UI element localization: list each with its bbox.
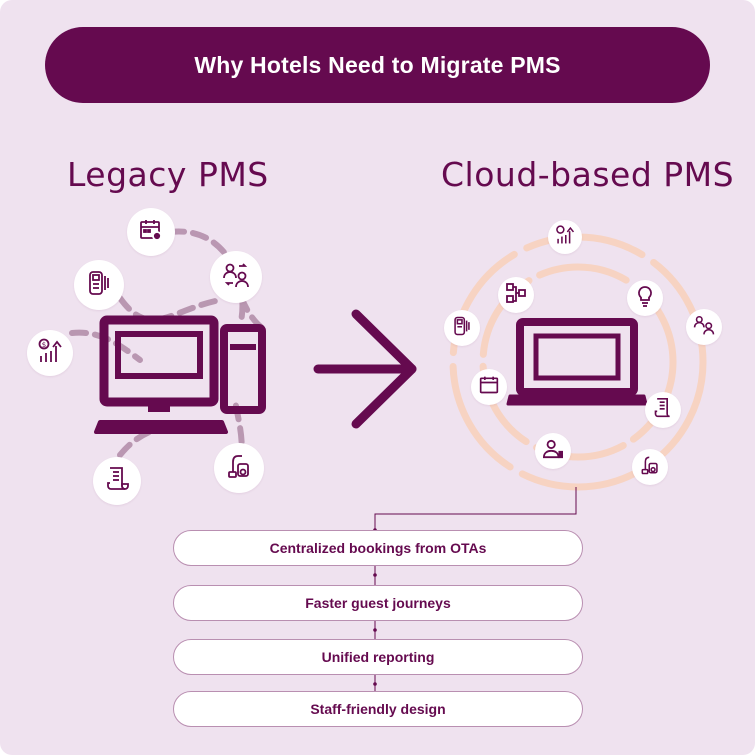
- cloud-calendar-bubble: [471, 369, 507, 405]
- benefit-label: Centralized bookings from OTAs: [269, 540, 487, 556]
- cloud-revenue-bubble: [548, 220, 582, 254]
- cloud-flowchart-bubble: [498, 277, 534, 313]
- benefit-label: Unified reporting: [321, 649, 435, 665]
- calendar-icon: [479, 375, 499, 400]
- flowchart-icon: [505, 282, 527, 309]
- title-banner: Why Hotels Need to Migrate PMS: [45, 27, 710, 103]
- revenue-chart-icon: [555, 224, 575, 250]
- migration-arrow: [313, 309, 417, 429]
- staff-swap-icon: [222, 261, 250, 294]
- cloud-guest-bubble: [535, 433, 571, 469]
- cloud-lightbulb-bubble: [627, 280, 663, 316]
- cloud-housekeeping-bubble: [632, 449, 668, 485]
- legacy-revenue-bubble: $: [27, 330, 73, 376]
- receipt-icon: [653, 397, 673, 424]
- benefit-label: Staff-friendly design: [310, 701, 446, 717]
- legacy-receipt-bubble: [93, 457, 141, 505]
- benefit-item: Unified reporting: [173, 639, 583, 675]
- cloud-receipt-bubble: [645, 392, 681, 428]
- legacy-staff-bubble: [210, 251, 262, 303]
- cloud-heading: Cloud-based PMS: [441, 155, 735, 194]
- guest-icon: [542, 439, 564, 464]
- cloud-rings: [449, 233, 707, 491]
- pos-terminal-icon: [452, 315, 472, 342]
- legacy-computer: [94, 315, 266, 434]
- cloud-staff-bubble: [686, 309, 722, 345]
- benefit-item: Staff-friendly design: [173, 691, 583, 727]
- housekeeping-icon: [226, 452, 252, 485]
- cloud-laptop: [506, 318, 648, 406]
- revenue-chart-icon: $: [37, 338, 63, 369]
- benefit-label: Faster guest journeys: [305, 595, 451, 611]
- cloud-pos-bubble: [444, 310, 480, 346]
- benefit-item: Centralized bookings from OTAs: [173, 530, 583, 566]
- benefit-item: Faster guest journeys: [173, 585, 583, 621]
- lightbulb-icon: [635, 285, 655, 312]
- receipt-icon: [105, 466, 129, 497]
- staff-swap-icon: [693, 314, 715, 341]
- legacy-housekeeping-bubble: [214, 443, 264, 493]
- calendar-icon: [139, 218, 163, 247]
- page-title: Why Hotels Need to Migrate PMS: [194, 51, 561, 78]
- legacy-pos-bubble: [74, 260, 124, 310]
- svg-text:$: $: [42, 341, 46, 349]
- housekeeping-icon: [640, 454, 660, 481]
- legacy-calendar-bubble: [127, 208, 175, 256]
- legacy-heading: Legacy PMS: [67, 155, 269, 194]
- pos-terminal-icon: [86, 269, 112, 302]
